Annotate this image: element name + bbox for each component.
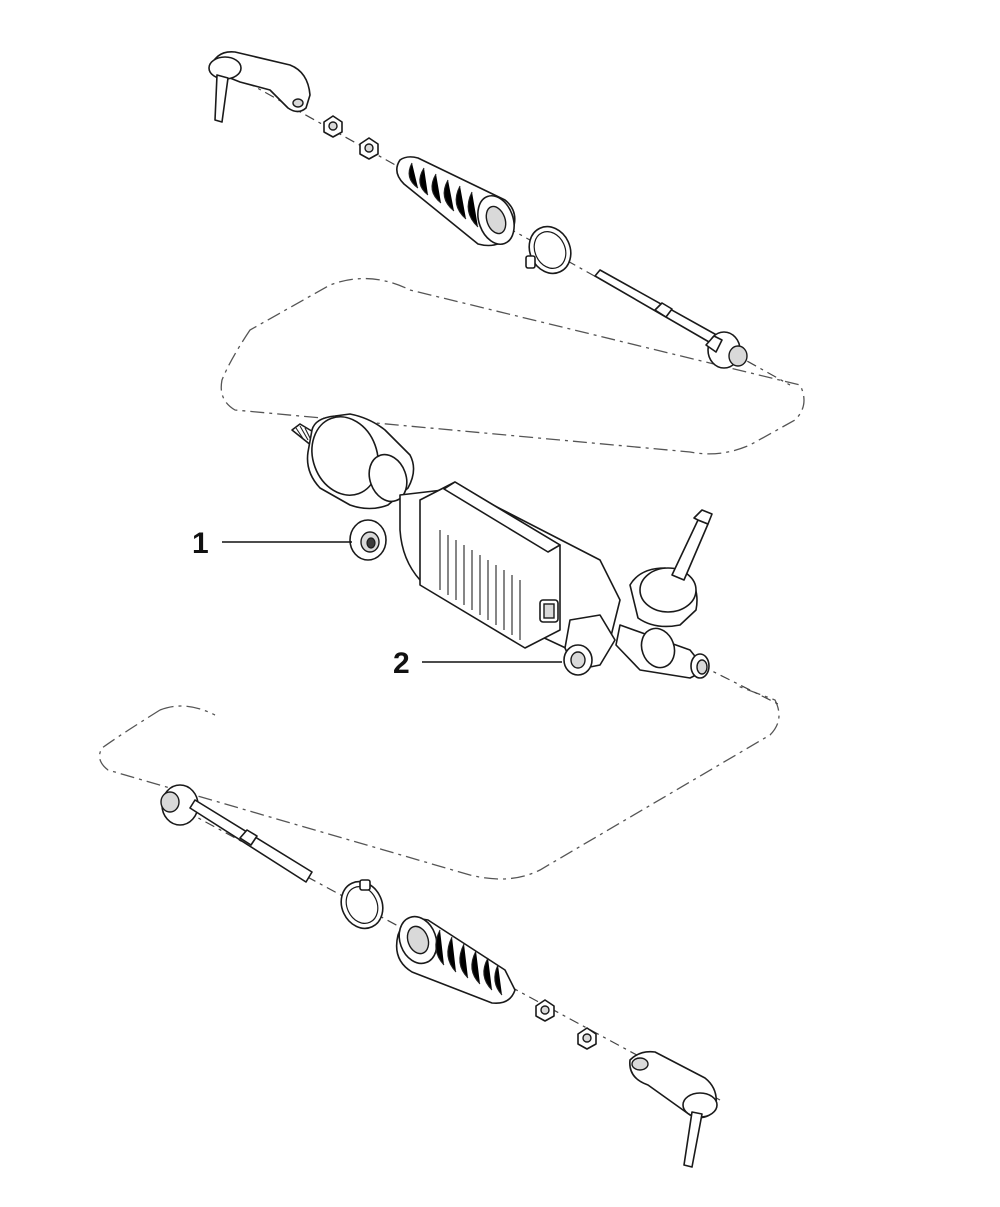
upper-assembly-outline [220, 277, 805, 455]
lower-bellows-boot [395, 915, 516, 1005]
upper-nut-2 [359, 137, 379, 160]
callout-2-label: 2 [393, 647, 410, 680]
upper-inner-tie-rod [594, 269, 748, 369]
lower-tie-rod-end [629, 1050, 718, 1168]
upper-boot-clamp [525, 225, 572, 275]
upper-nut-1 [323, 115, 343, 138]
lower-inner-tie-rod [160, 784, 313, 883]
upper-tie-rod-end [208, 51, 311, 123]
lower-boot-clamp [340, 879, 384, 930]
callout-1-label: 1 [192, 527, 209, 560]
steering-rack-housing [291, 413, 713, 679]
rack-axis-right [699, 664, 781, 706]
lower-nut-1 [535, 999, 555, 1022]
upper-bellows-boot [396, 156, 516, 247]
ecu-cooling-fins [439, 530, 521, 640]
lower-nut-2 [577, 1027, 597, 1050]
lower-assembly-outline [98, 684, 780, 880]
